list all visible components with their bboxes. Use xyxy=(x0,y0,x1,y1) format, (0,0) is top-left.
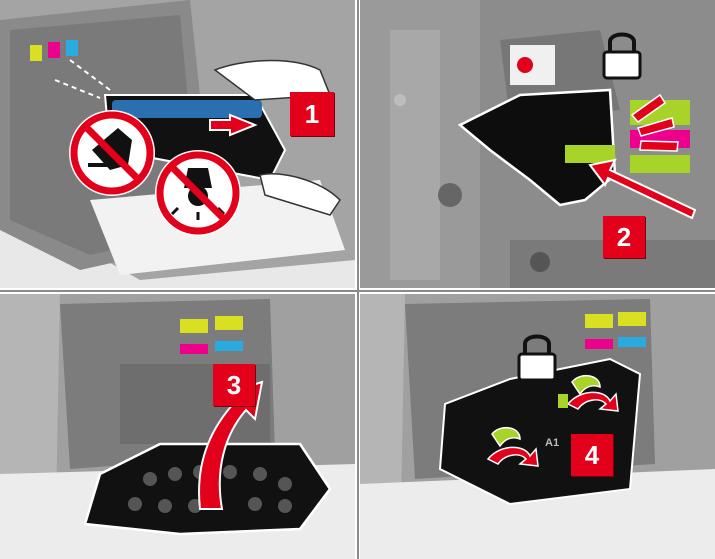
step-1-illustration xyxy=(0,0,355,288)
lock-icon xyxy=(602,32,642,80)
vertical-divider xyxy=(357,0,359,559)
step-4-panel: A1 4 xyxy=(360,294,715,559)
lock-icon xyxy=(517,334,557,382)
no-light-exposure-icon xyxy=(155,150,241,236)
rotate-latch-arrow-icon xyxy=(486,375,619,467)
step-number-badge: 3 xyxy=(213,364,255,406)
step-2-illustration xyxy=(360,0,715,288)
click-sound-icon xyxy=(630,93,679,152)
horizontal-divider xyxy=(0,290,715,292)
step-4-illustration: A1 xyxy=(360,294,715,559)
step-number-badge: 2 xyxy=(603,216,645,258)
latch-label: A1 xyxy=(545,437,559,449)
step-number-badge: 1 xyxy=(290,92,334,136)
step-3-panel: 3 xyxy=(0,294,355,559)
step-1-panel: 1 xyxy=(0,0,355,288)
lift-arrow-icon xyxy=(198,380,264,510)
step-2-panel: 2 xyxy=(360,0,715,288)
no-touch-surface-icon xyxy=(69,110,155,196)
step-number-badge: 4 xyxy=(571,434,613,476)
step-3-illustration xyxy=(0,294,355,559)
